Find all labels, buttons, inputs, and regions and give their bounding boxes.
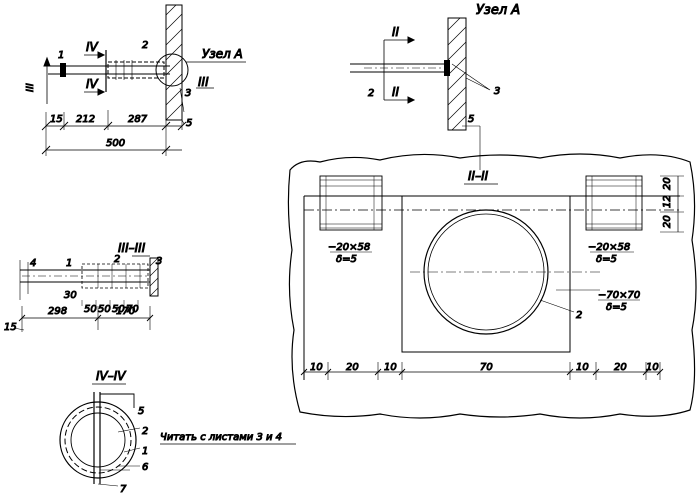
dim-50-c: 50 <box>112 304 125 315</box>
callout-3: 3 <box>185 88 191 99</box>
section-mark-iv-top: IV <box>86 40 99 54</box>
dim-20-b: 20 <box>614 362 627 373</box>
dim-500: 500 <box>106 138 125 149</box>
section-mark-iii-right: III <box>198 75 209 89</box>
section-iii-iii-title: III–III <box>118 241 146 255</box>
dim-5-node-a: 5 <box>468 114 474 125</box>
callout-1: 1 <box>58 50 64 61</box>
dim-12-right: 12 <box>662 195 673 208</box>
callout-2-iv: 2 <box>142 426 148 437</box>
dim-20-right-top: 20 <box>662 177 673 190</box>
node-a-title: Узел А <box>476 3 520 18</box>
plate-right-thickness: δ=5 <box>596 254 617 265</box>
section-iii-iii-labels: III–III 4 1 2 3 30 50 50 50 70 15 298 17… <box>4 241 163 334</box>
callout-2-node-a: 2 <box>368 88 374 99</box>
callout-5: 5 <box>186 118 192 129</box>
section-mark-iv-bottom: IV <box>86 77 99 91</box>
dim-20-right-bottom: 20 <box>662 215 673 228</box>
node-a-view <box>350 17 491 170</box>
dim-15: 15 <box>50 114 63 125</box>
dim-10-b: 10 <box>384 362 397 373</box>
callout-4: 4 <box>30 258 36 269</box>
main-view-labels: 1 2 3 5 IV IV III III Узел А 15 212 287 … <box>25 40 244 150</box>
callout-2-iii: 2 <box>114 254 120 265</box>
node-a-labels: Узел А II II 2 3 5 <box>368 3 521 126</box>
dim-10-d: 10 <box>646 362 659 373</box>
section-iii-iii <box>13 255 159 332</box>
plate-left-size: −20×58 <box>328 242 370 253</box>
callout-5-iv: 5 <box>138 406 144 417</box>
plate-left-thickness: δ=5 <box>336 254 357 265</box>
main-view <box>41 4 246 156</box>
section-mark-ii-bottom: II <box>392 85 400 99</box>
callout-6: 6 <box>142 462 148 473</box>
plate-center-size: −70×70 <box>598 290 640 301</box>
dim-70-iii: 70 <box>126 304 139 315</box>
dim-30: 30 <box>64 290 77 301</box>
plate-right-size: −20×58 <box>588 242 630 253</box>
callout-1-iii: 1 <box>66 258 72 269</box>
dim-10-a: 10 <box>310 362 323 373</box>
callout-1-iv: 1 <box>142 446 148 457</box>
dim-50-b: 50 <box>98 304 111 315</box>
dim-70: 70 <box>480 362 493 373</box>
section-mark-ii-top: II <box>392 25 400 39</box>
plate-center-thickness: δ=5 <box>606 302 627 313</box>
dim-212: 212 <box>76 114 95 125</box>
dim-15-iii: 15 <box>4 322 17 333</box>
section-mark-iii-left: III <box>25 83 36 92</box>
dim-20-a: 20 <box>346 362 359 373</box>
dim-170: 170 <box>116 306 135 317</box>
callout-2-section: 2 <box>576 310 582 321</box>
dim-298: 298 <box>48 306 67 317</box>
section-iv-iv-title: IV–IV <box>96 369 126 383</box>
node-a-label: Узел А <box>202 47 243 61</box>
section-iv-iv <box>59 383 141 487</box>
callout-2: 2 <box>142 40 148 51</box>
dim-10-c: 10 <box>576 362 589 373</box>
section-ii-ii-labels: II–II −20×58 δ=5 −20×58 δ=5 −70×70 δ=5 2… <box>310 169 674 374</box>
dim-287: 287 <box>128 114 148 125</box>
callout-3-node-a: 3 <box>494 86 500 97</box>
section-ii-ii <box>287 153 697 419</box>
section-iv-iv-labels: IV–IV 5 2 1 6 7 <box>96 369 149 496</box>
section-ii-ii-title: II–II <box>468 169 489 183</box>
read-with-sheets-note: Читать с листами 3 и 4 <box>160 432 282 443</box>
callout-7: 7 <box>120 484 127 495</box>
callout-3-iii: 3 <box>156 256 162 267</box>
dim-50-a: 50 <box>84 304 97 315</box>
note: Читать с листами 3 и 4 <box>160 432 296 445</box>
